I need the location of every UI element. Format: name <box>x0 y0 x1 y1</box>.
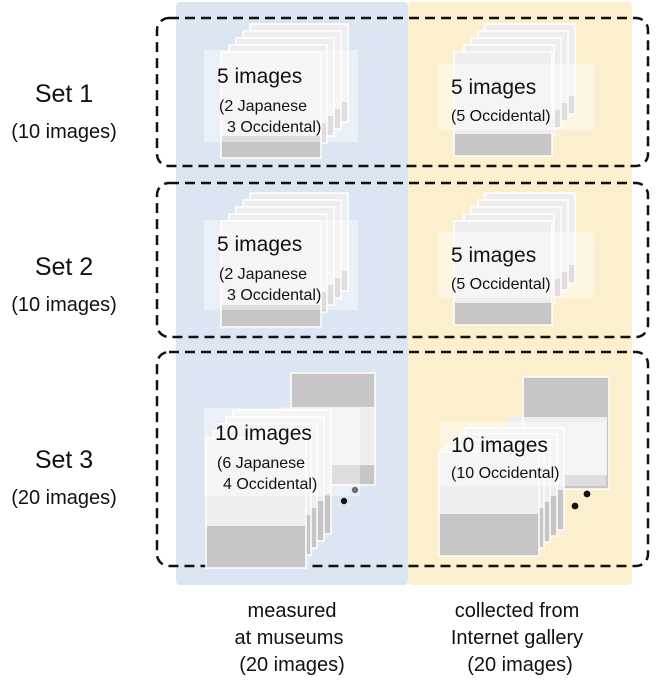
image-card <box>438 451 540 557</box>
set-1-label: Set 1 <box>35 80 93 108</box>
label-backdrop <box>438 232 594 298</box>
label-backdrop <box>440 422 606 486</box>
label-backdrop <box>204 50 358 142</box>
set-1-museum-detail-1: (2 Japanese <box>219 98 307 115</box>
caption-line: Internet gallery <box>451 627 583 649</box>
set-2-count: (10 images) <box>11 294 117 316</box>
set-3-dashed-border <box>155 350 650 568</box>
set-1-museum-detail-2: 3 Occidental) <box>227 119 321 136</box>
set-3-internet-title: 10 images <box>451 434 548 457</box>
continuation-dot <box>583 490 591 498</box>
continuation-dot <box>340 497 348 505</box>
set-2-label: Set 2 <box>35 253 93 281</box>
label-backdrop <box>438 64 594 130</box>
image-card <box>220 220 322 328</box>
set-1-dashed-border <box>155 16 650 168</box>
image-card <box>205 437 307 569</box>
set-3: Set 3 (20 images) <box>11 350 650 569</box>
set-3-museum-image-stack: 10 images (6 Japanese 4 Occidental) <box>204 372 376 569</box>
continuation-dot <box>351 486 359 494</box>
set-1-internet-title: 5 images <box>451 76 536 99</box>
set-2-dashed-border <box>155 181 650 339</box>
set-2-internet-title: 5 images <box>451 244 536 267</box>
set-2-internet-detail-1: (5 Occidental) <box>451 276 551 293</box>
set-1-museum-image-stack: 5 images (2 Japanese 3 Occidental) <box>204 23 358 159</box>
image-card <box>453 51 553 157</box>
label-backdrop <box>204 220 358 310</box>
label-backdrop <box>204 408 360 496</box>
set-3-museum-title: 10 images <box>215 422 312 445</box>
internet-column-caption: collected from Internet gallery (20 imag… <box>451 600 583 676</box>
set-3-internet-detail-1: (10 Occidental) <box>451 465 560 482</box>
set-2: Set 2 (10 images) <box>11 181 650 339</box>
image-card <box>453 220 553 326</box>
caption-line: collected from <box>455 600 580 622</box>
set-3-museum-detail-2: 4 Occidental) <box>223 476 317 493</box>
set-2-museum-image-stack: 5 images (2 Japanese 3 Occidental) <box>204 192 358 328</box>
set-2-museum-detail-1: (2 Japanese <box>219 266 307 283</box>
set-3-internet-image-stack: 10 images (10 Occidental) <box>438 376 610 557</box>
set-1: Set 1 (10 images) <box>11 16 650 168</box>
continuation-dot <box>571 502 579 510</box>
caption-line: measured <box>248 600 337 622</box>
set-1-museum-title: 5 images <box>217 65 302 88</box>
set-1-internet-detail-1: (5 Occidental) <box>451 108 551 125</box>
set-2-museum-detail-2: 3 Occidental) <box>227 287 321 304</box>
caption-line: at museums <box>235 627 344 649</box>
set-2-museum-title: 5 images <box>217 233 302 256</box>
caption-line: (20 images) <box>239 654 345 676</box>
set-1-count: (10 images) <box>11 121 117 143</box>
image-card <box>220 51 322 159</box>
caption-line: (20 images) <box>467 654 573 676</box>
set-2-internet-image-stack: 5 images (5 Occidental) <box>438 192 594 326</box>
set-1-internet-image-stack: 5 images (5 Occidental) <box>438 23 594 157</box>
set-3-count: (20 images) <box>11 487 117 509</box>
set-3-museum-detail-1: (6 Japanese <box>217 455 305 472</box>
museum-column-caption: measured at museums (20 images) <box>235 600 345 676</box>
set-3-label: Set 3 <box>35 446 93 474</box>
